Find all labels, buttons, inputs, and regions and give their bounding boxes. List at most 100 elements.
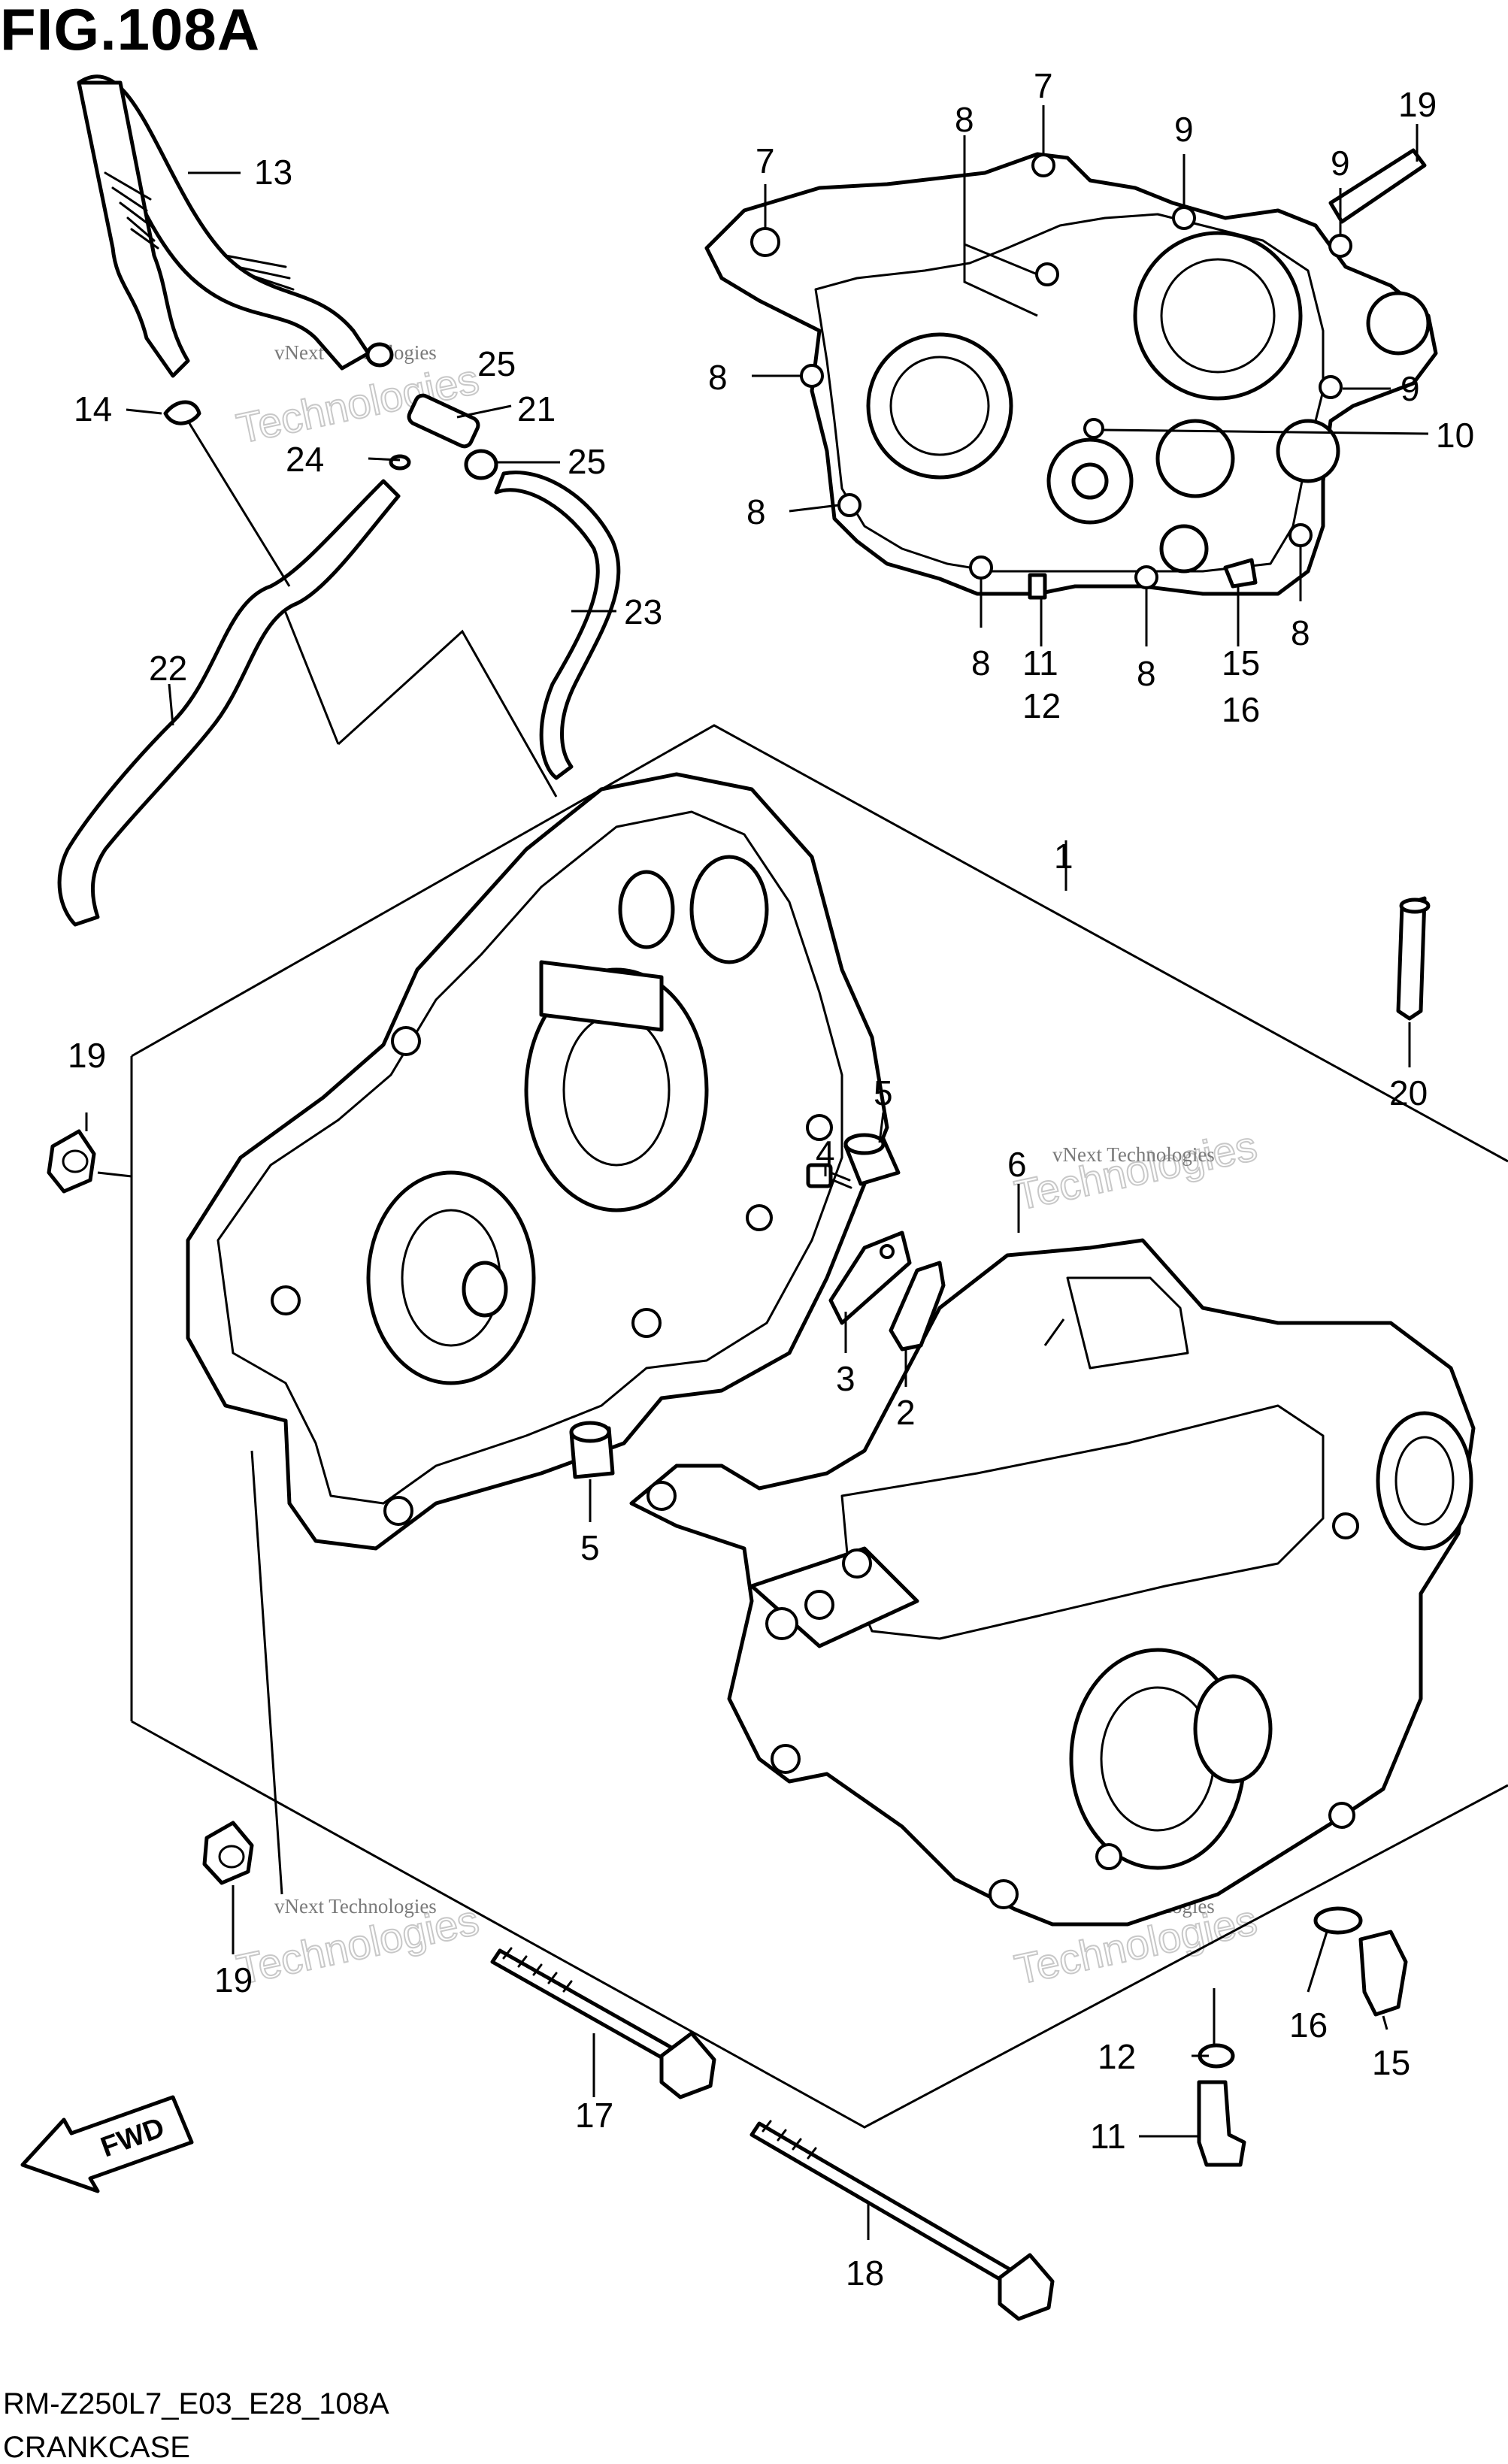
- leader-22-line: [186, 420, 291, 587]
- callout-21: 21: [517, 389, 556, 428]
- callout-5b: 5: [580, 1528, 600, 1567]
- assembly-outline: [130, 724, 1508, 2129]
- figure-title: FIG.108A: [0, 0, 261, 62]
- joint-21: [407, 393, 480, 449]
- bearing-bore-7: [1159, 524, 1209, 574]
- leader-lines: [85, 105, 1429, 2240]
- figure-name: CRANKCASE: [3, 2431, 190, 2464]
- callout-8b: 8: [708, 358, 728, 397]
- callout-12a: 12: [1022, 686, 1061, 725]
- washer-16: [1313, 1906, 1363, 1935]
- dowel-hole-7a: [750, 227, 780, 257]
- callout-18: 18: [846, 2254, 884, 2293]
- fwd-arrow: FWD: [20, 2095, 194, 2193]
- bolt-hole-8c: [837, 493, 861, 517]
- crankcase-left-outline: [186, 772, 889, 1551]
- callout-17: 17: [575, 2096, 613, 2135]
- nut-19a: [47, 1129, 96, 1194]
- callout-19c: 19: [214, 1960, 253, 1999]
- callout-labels: 13 14 25 21 24 25 22 23 7 7 8 9 9 19 8 9…: [68, 66, 1474, 2293]
- bolt-hole-8d: [969, 555, 993, 580]
- nut-19b: [202, 1821, 254, 1885]
- hose-13-tape: [104, 171, 159, 250]
- leader-22-line2: [283, 608, 340, 745]
- callout-19a: 19: [1398, 85, 1437, 124]
- fwd-arrow-shape: [20, 2095, 194, 2193]
- bolt-hole-9a: [1172, 206, 1196, 230]
- plug-11-12: [1028, 573, 1047, 600]
- callout-23: 23: [624, 592, 662, 631]
- callout-9b: 9: [1331, 144, 1350, 183]
- callout-7b: 7: [1034, 66, 1053, 105]
- guide-20: [1396, 896, 1427, 1021]
- callout-8f: 8: [1291, 613, 1310, 652]
- watermark-company: vNext Technologies: [274, 1895, 437, 1918]
- hole-10: [1083, 418, 1104, 439]
- bolt-11: [1197, 2080, 1246, 2167]
- bolt-hole-8b: [800, 364, 824, 388]
- leader-23-line: [337, 629, 558, 798]
- callout-22: 22: [149, 649, 187, 688]
- callout-11b: 11: [1090, 2117, 1126, 2156]
- joint-parts: [163, 342, 498, 480]
- callout-12b: 12: [1098, 2037, 1136, 2076]
- callout-15b: 15: [1372, 2043, 1410, 2082]
- crankcase-top-view: [704, 148, 1438, 600]
- crankcase-left-half: [186, 772, 889, 1551]
- callout-25b: 25: [568, 442, 606, 481]
- ring-25a: [365, 342, 394, 368]
- bearing-bore-2: [1133, 231, 1303, 401]
- bearing-bore-6: [1366, 291, 1431, 356]
- callout-4: 4: [816, 1134, 835, 1173]
- right-upper-frame: [840, 1404, 1325, 1640]
- guide-19: [1328, 148, 1427, 224]
- plug-15-16: [1223, 558, 1258, 589]
- hose-23: [494, 471, 621, 780]
- bolt-hole-9b: [1328, 234, 1352, 258]
- left-bore-small: [689, 855, 769, 964]
- callout-3: 3: [836, 1359, 855, 1398]
- callout-5a: 5: [874, 1073, 893, 1112]
- dowel-hole-7b: [1031, 153, 1055, 177]
- bolt-hole-8f: [1288, 523, 1313, 547]
- callout-19b: 19: [68, 1036, 106, 1075]
- watermark-company: vNext Technologies: [1052, 1143, 1215, 1166]
- left-boss: [539, 960, 664, 1032]
- watermark-word: Technologies: [1010, 1122, 1261, 1219]
- callout-8a: 8: [955, 100, 974, 139]
- bearing-bore-3: [1155, 419, 1235, 498]
- breather-hoses: [57, 74, 621, 927]
- ring-25b: [464, 449, 498, 480]
- crankcase-right-half: [629, 1238, 1476, 1927]
- callout-20: 20: [1389, 1073, 1428, 1112]
- left-bore-crank: [366, 1170, 536, 1385]
- clip-24: [389, 454, 411, 471]
- callout-9c: 9: [1401, 369, 1420, 408]
- clamp-14: [163, 400, 201, 425]
- callout-6: 6: [1007, 1145, 1027, 1184]
- callout-15a: 15: [1222, 643, 1260, 683]
- callout-1: 1: [1054, 837, 1073, 876]
- callout-25a: 25: [477, 344, 516, 383]
- plug-15: [1358, 1930, 1408, 2017]
- bolt-hole-8a: [1035, 262, 1059, 286]
- bearing-bore-4: [1276, 419, 1340, 483]
- callout-16b: 16: [1289, 2005, 1328, 2045]
- plate-3: [828, 1230, 912, 1325]
- loose-parts: [47, 896, 1431, 2321]
- callout-14: 14: [74, 389, 112, 428]
- callout-10: 10: [1436, 416, 1474, 455]
- figure-code: RM-Z250L7_E03_E28_108A: [3, 2387, 389, 2420]
- gasket-2: [889, 1261, 946, 1352]
- bearing-bore-1: [866, 332, 1013, 480]
- bolt-hole-9c: [1319, 375, 1343, 399]
- hose-22: [57, 479, 401, 927]
- callout-8e: 8: [1137, 654, 1156, 693]
- bolt-hole-8e: [1134, 565, 1158, 589]
- callout-9a: 9: [1174, 110, 1194, 149]
- callout-11a: 11: [1022, 643, 1058, 683]
- callout-24: 24: [286, 440, 324, 479]
- hose-13-tape2: [224, 254, 295, 291]
- callout-8d: 8: [971, 643, 991, 683]
